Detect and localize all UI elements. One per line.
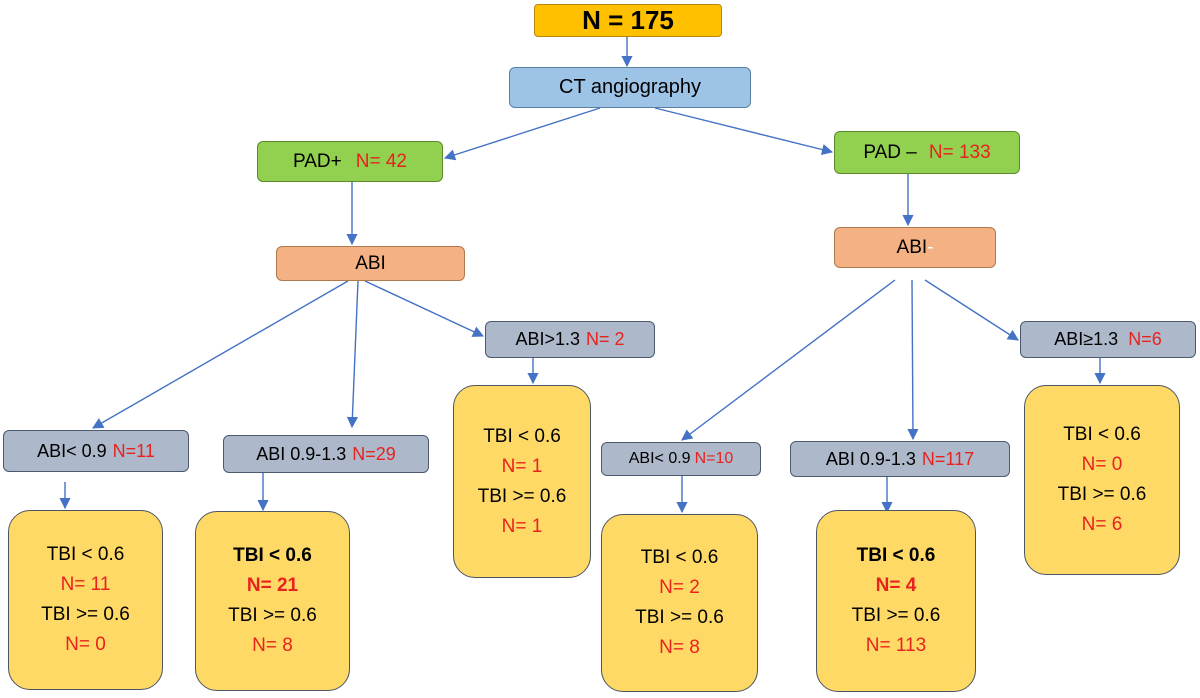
group-abi-low-left: ABI< 0.9 N=11 <box>3 430 189 472</box>
ct-label: CT angiography <box>559 76 701 98</box>
tbi-low-count: N= 21 <box>246 575 299 596</box>
group-abi-normal-left: ABI 0.9-1.3 N=29 <box>223 435 429 473</box>
ct-angiography-node: CT angiography <box>509 67 751 108</box>
arrow-abi-l2 <box>346 280 359 429</box>
tbi-low-count: N= 2 <box>659 577 700 598</box>
abi-right-label: ABI <box>896 236 928 258</box>
arrow-abi-l1 <box>92 280 349 429</box>
tbi-low-count: N= 4 <box>875 575 917 596</box>
result-abi-high-left: TBI < 0.6 N= 1 TBI >= 0.6 N= 1 <box>453 385 591 578</box>
tbi-low-label: TBI < 0.6 <box>46 544 125 565</box>
group-label: ABI≥1.3 <box>1054 329 1119 349</box>
group-abi-high-left: ABI>1.3 N= 2 <box>485 321 655 358</box>
group-abi-normal-right: ABI 0.9-1.3 N=117 <box>790 441 1010 477</box>
tbi-high-label: TBI >= 0.6 <box>41 604 130 625</box>
group-count: N=29 <box>352 443 396 464</box>
pad-negative-label: PAD – <box>863 141 917 163</box>
pad-positive-label: PAD+ <box>293 150 342 172</box>
result-abi-high-right: TBI < 0.6 N= 0 TBI >= 0.6 N= 6 <box>1024 385 1180 575</box>
arrow-abi-l3 <box>364 280 485 337</box>
group-abi-low-right: ABI< 0.9 N=10 <box>601 442 761 476</box>
group-count: N=10 <box>694 450 734 467</box>
group-label: ABI 0.9-1.3 <box>825 448 916 469</box>
abi-right-suffix: - <box>927 236 934 258</box>
group-count: N= 2 <box>586 329 625 349</box>
arrow-abi-r1 <box>681 279 896 441</box>
tbi-low-count: N= 1 <box>501 455 543 477</box>
abi-left-node: ABI <box>276 246 465 281</box>
tbi-high-label: TBI >= 0.6 <box>1057 484 1147 505</box>
arrow-abi-r2 <box>907 279 919 441</box>
total-node: N = 175 <box>534 4 722 37</box>
tbi-low-count: N= 11 <box>60 574 111 595</box>
pad-negative-node: PAD – N= 133 <box>834 131 1020 174</box>
tbi-high-label: TBI >= 0.6 <box>477 485 567 507</box>
group-label: ABI 0.9-1.3 <box>256 443 347 464</box>
group-label: ABI>1.3 <box>515 329 580 349</box>
tbi-low-count: N= 0 <box>1081 454 1123 475</box>
tbi-low-label: TBI < 0.6 <box>483 425 561 447</box>
result-abi-normal-right: TBI < 0.6 N= 4 TBI >= 0.6 N= 113 <box>816 510 976 692</box>
tbi-high-count: N= 1 <box>501 515 543 537</box>
pad-positive-node: PAD+ N= 42 <box>257 141 443 182</box>
result-abi-low-right: TBI < 0.6 N= 2 TBI >= 0.6 N= 8 <box>601 514 758 692</box>
tbi-low-label: TBI < 0.6 <box>640 547 719 568</box>
result-abi-low-left: TBI < 0.6 N= 11 TBI >= 0.6 N= 0 <box>8 510 163 690</box>
tbi-high-label: TBI >= 0.6 <box>851 605 941 626</box>
arrow-abi-r3 <box>924 279 1019 341</box>
group-label: ABI< 0.9 <box>628 450 691 467</box>
abi-right-node: ABI- <box>834 227 996 268</box>
tbi-high-count: N= 8 <box>659 637 700 658</box>
total-label: N = 175 <box>582 5 674 35</box>
tbi-high-count: N= 6 <box>1081 514 1123 535</box>
tbi-low-label: TBI < 0.6 <box>1063 424 1141 445</box>
group-abi-high-right: ABI≥1.3 N=6 <box>1020 321 1196 358</box>
group-count: N=11 <box>112 440 155 461</box>
group-count: N=6 <box>1128 329 1162 349</box>
pad-negative-count: N= 133 <box>928 141 991 163</box>
group-label: ABI< 0.9 <box>37 440 107 461</box>
tbi-low-label: TBI < 0.6 <box>233 545 312 566</box>
group-count: N=117 <box>921 448 975 469</box>
tbi-high-label: TBI >= 0.6 <box>228 605 317 626</box>
result-abi-normal-left: TBI < 0.6 N= 21 TBI >= 0.6 N= 8 <box>195 511 350 691</box>
tbi-high-count: N= 0 <box>65 634 106 655</box>
tbi-high-count: N= 8 <box>252 635 293 656</box>
tbi-low-label: TBI < 0.6 <box>856 545 936 566</box>
tbi-high-label: TBI >= 0.6 <box>635 607 724 628</box>
arrow-ct-padneg <box>654 107 834 156</box>
abi-left-label: ABI <box>355 252 386 274</box>
pad-positive-count: N= 42 <box>355 150 407 172</box>
tbi-high-count: N= 113 <box>865 635 927 656</box>
arrow-ct-padpos <box>443 107 601 161</box>
